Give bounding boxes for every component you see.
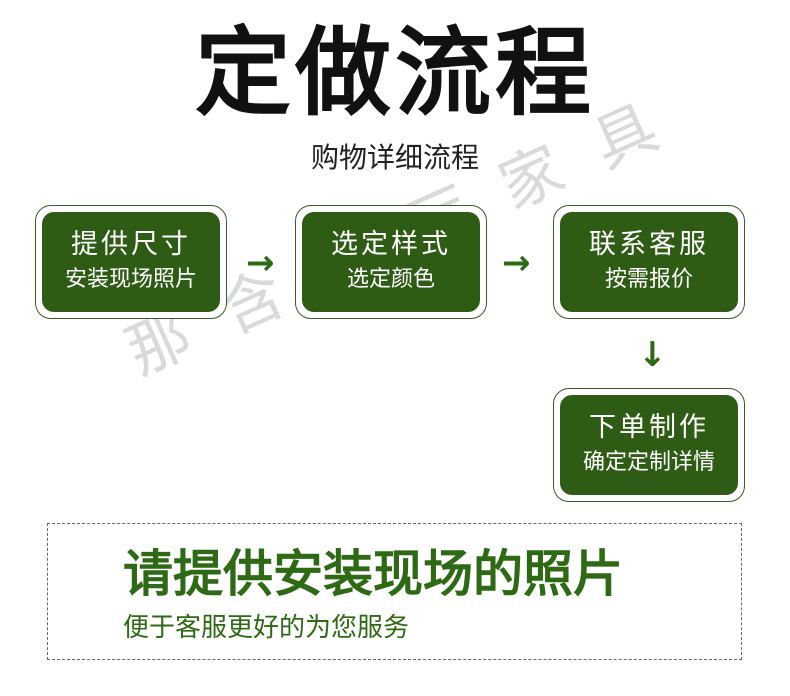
- step-title: 选定样式: [331, 229, 451, 260]
- arrow-right-icon: →: [502, 243, 531, 283]
- step-order-production: 下单制作确定定制详情: [553, 388, 745, 502]
- page-title: 定做流程: [195, 17, 595, 129]
- step-detail: 选定颜色: [346, 267, 435, 292]
- step-contact-service: 联系客服按需报价: [553, 205, 745, 319]
- photo-request-notice: 请提供安装现场的照片 便于客服更好的为您服务: [47, 523, 742, 660]
- arrow-right-icon: →: [246, 243, 275, 283]
- step-detail: 按需报价: [604, 267, 693, 292]
- step-provide-size: 提供尺寸安装现场照片: [35, 205, 227, 319]
- step-title: 联系客服: [589, 229, 709, 260]
- step-choose-style: 选定样式选定颜色: [295, 205, 487, 319]
- step-title: 下单制作: [589, 412, 709, 443]
- page-subtitle: 购物详细流程: [310, 141, 479, 174]
- step-detail: 确定定制详情: [582, 450, 715, 475]
- arrow-down-icon: ↓: [638, 335, 667, 375]
- notice-headline: 请提供安装现场的照片: [123, 545, 623, 603]
- step-title: 提供尺寸: [71, 229, 191, 260]
- step-detail: 安装现场照片: [64, 267, 197, 292]
- notice-subline: 便于客服更好的为您服务: [123, 613, 410, 643]
